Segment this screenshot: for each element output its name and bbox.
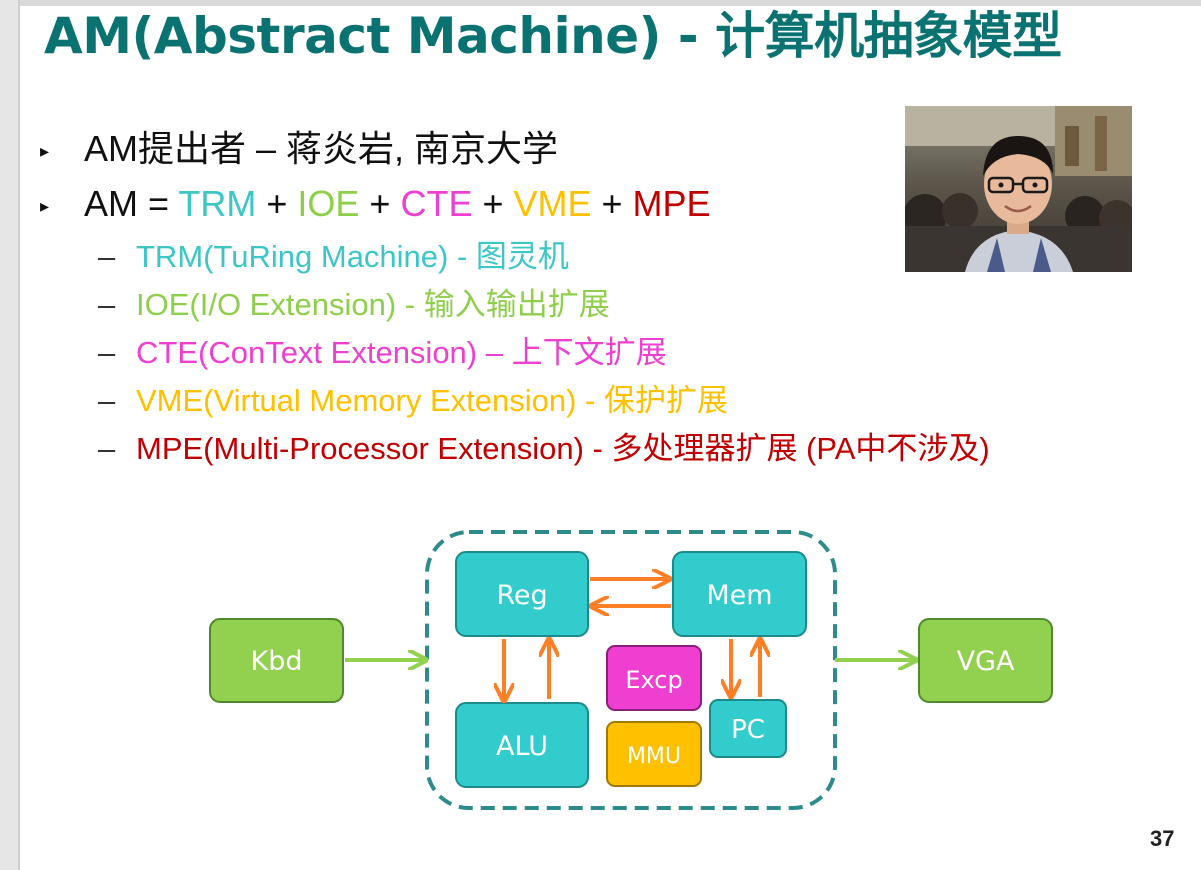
formula-part: + [472,183,514,224]
kbd-node: Kbd [209,618,344,703]
dash-marker: – [98,287,116,322]
page-number: 37 [1150,826,1175,851]
author-portrait-photo [905,106,1132,272]
vga-node: VGA [918,618,1053,703]
formula-part: + [591,183,633,224]
pc-label: PC [731,715,765,745]
bullet-author: ▸ AM提出者 – 蒋炎岩, 南京大学 [40,127,558,173]
excp-node: Excp [606,645,702,711]
kbd-label: Kbd [251,646,303,677]
mem-node: Mem [672,551,807,637]
sub-item-trm: –TRM(TuRing Machine) - 图灵机 [98,237,569,277]
left-margin-bar [0,0,18,870]
sub-item-vme: –VME(Virtual Memory Extension) - 保护扩展 [98,381,728,421]
alu-node: ALU [455,702,589,788]
alu-label: ALU [496,731,548,762]
mmu-node: MMU [606,721,702,787]
formula-part: TRM [178,183,257,224]
sub-item-text: IOE(I/O Extension) - 输入输出扩展 [136,287,610,322]
sub-item-mpe: –MPE(Multi-Processor Extension) - 多处理器扩展… [98,429,990,469]
top-strip [0,0,1201,6]
reg-label: Reg [496,580,547,611]
formula-part: = [138,183,179,224]
reg-node: Reg [455,551,589,637]
dash-marker: – [98,431,116,466]
bullet-marker-icon: ▸ [40,141,50,162]
formula-part: CTE [400,183,473,224]
machine-boundary [425,530,837,810]
formula-part: IOE [297,183,360,224]
sub-item-text: CTE(ConText Extension) – 上下文扩展 [136,335,667,370]
sub-item-cte: –CTE(ConText Extension) – 上下文扩展 [98,333,667,373]
left-margin-line [18,0,20,870]
slide-title: AM(Abstract Machine) - 计算机抽象模型 [44,7,1062,65]
vga-label: VGA [957,646,1015,677]
pc-node: PC [709,699,787,758]
bullet-text: AM提出者 – 蒋炎岩, 南京大学 [84,128,559,169]
mmu-label: MMU [627,744,681,769]
sub-item-text: VME(Virtual Memory Extension) - 保护扩展 [136,383,728,418]
dash-marker: – [98,335,116,370]
mem-label: Mem [706,580,772,611]
formula-part: AM [84,183,138,224]
dash-marker: – [98,383,116,418]
sub-item-ioe: –IOE(I/O Extension) - 输入输出扩展 [98,285,610,325]
formula-part: + [359,183,401,224]
dash-marker: – [98,239,116,274]
formula-part: + [256,183,298,224]
bullet-marker-icon: ▸ [40,196,50,217]
formula-part: VME [513,183,592,224]
sub-item-text: MPE(Multi-Processor Extension) - 多处理器扩展 … [136,431,990,466]
am-formula: AM = TRM + IOE + CTE + VME + MPE [84,183,711,224]
sub-item-text: TRM(TuRing Machine) - 图灵机 [136,239,569,274]
excp-label: Excp [625,666,682,694]
formula-part: MPE [632,183,711,224]
bullet-am-formula: ▸ AM = TRM + IOE + CTE + VME + MPE [40,182,711,228]
